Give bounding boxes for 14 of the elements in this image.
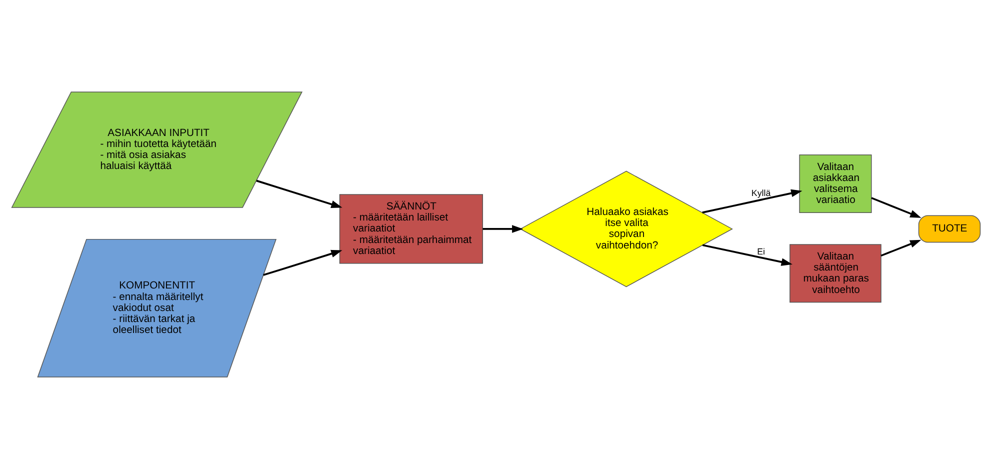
node-box: TUOTE: [918, 214, 981, 242]
arrow: [871, 196, 922, 218]
arrow: [263, 249, 342, 276]
node-box: Valitaan asiakkaan valitsema variaatio: [799, 154, 872, 213]
node-box: SÄÄNNÖT - määritetään lailliset variaatiot - määritetään parhaimmat variaatiot: [339, 194, 483, 264]
node-box: Valitaan sääntöjen mukaan paras vaihtoehto: [790, 244, 882, 302]
arrow: [880, 239, 922, 256]
arrow: [702, 188, 802, 213]
arrow: [482, 224, 524, 232]
edge-label: Ei: [757, 246, 765, 256]
arrow: [256, 179, 342, 208]
node-diamond: Haluaako asiakas itse valita sopivan vaihtoehdon?: [520, 170, 733, 287]
edge-label: Kyllä: [751, 188, 771, 198]
arrow: [702, 244, 792, 266]
